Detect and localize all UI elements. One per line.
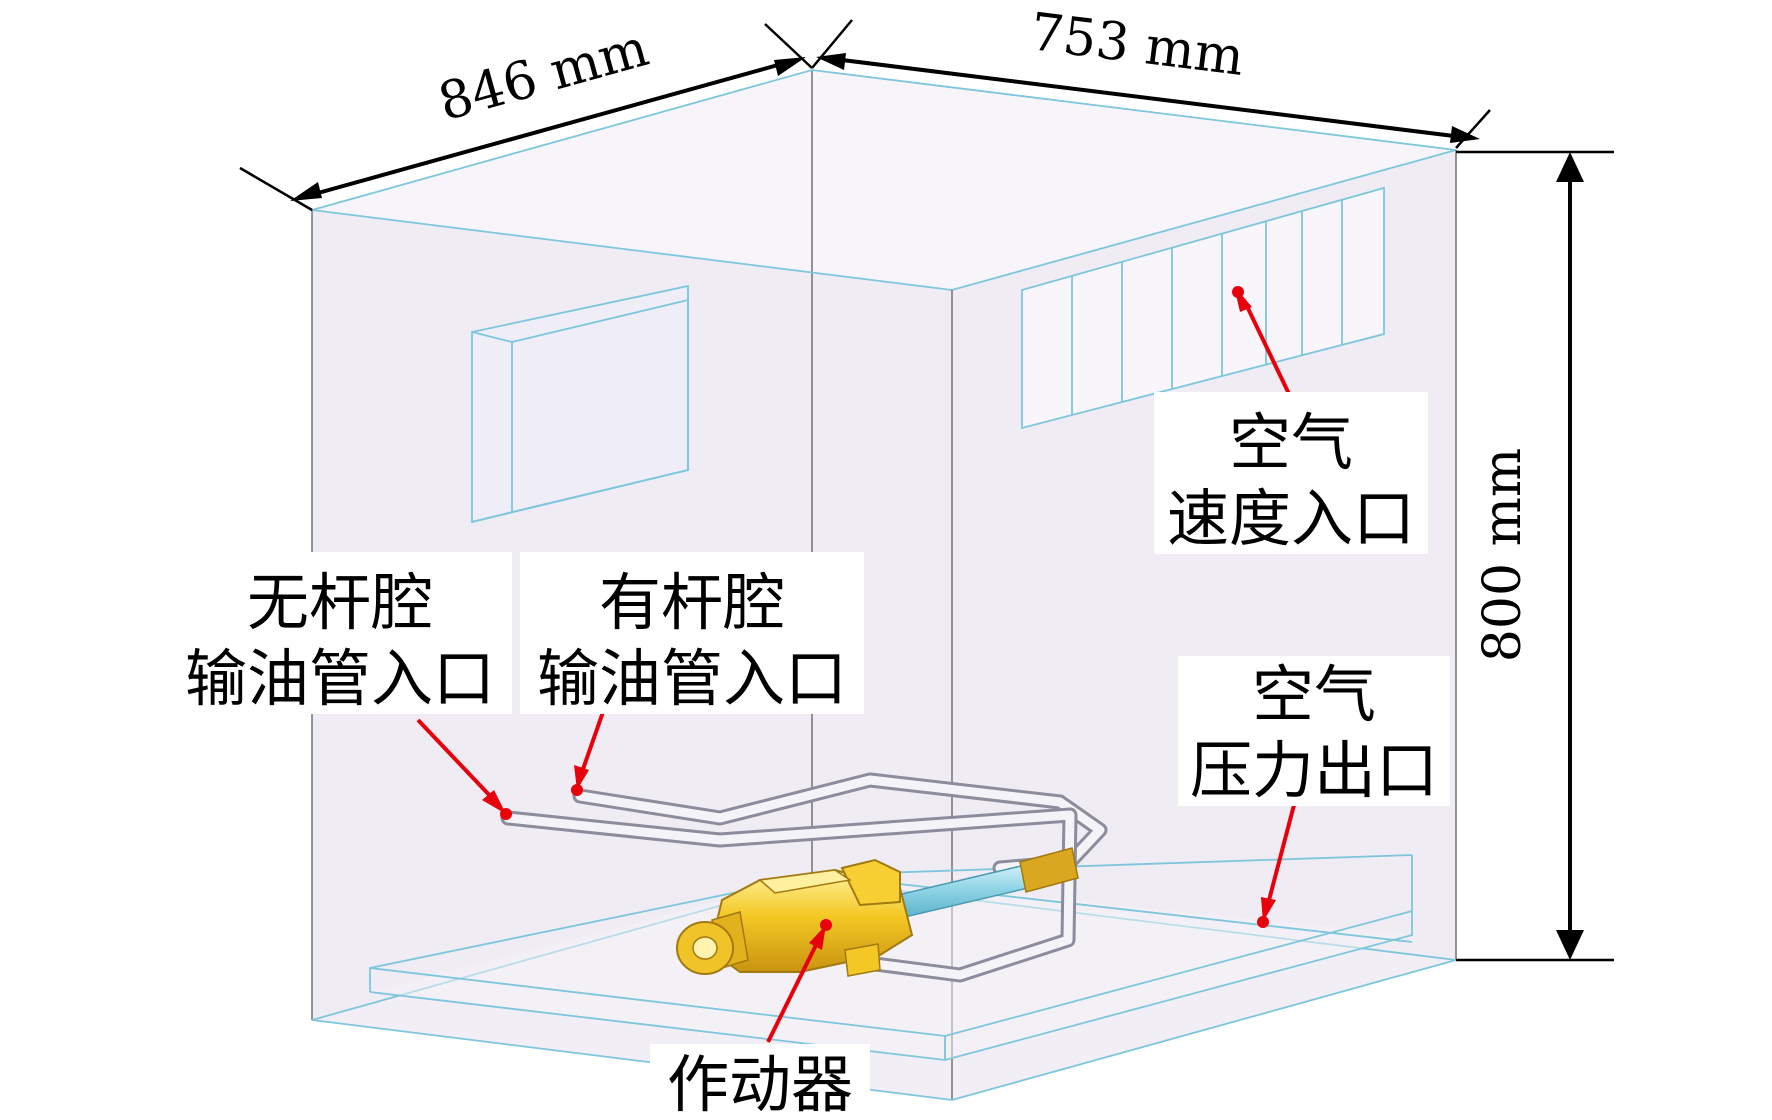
rodless-line2: 输油管入口 (185, 642, 495, 715)
leader-rod (580, 711, 605, 773)
leader-lines (416, 286, 1296, 1043)
label-rodless-inlet: 无杆腔 输油管入口 (168, 552, 512, 715)
actuator (676, 847, 1079, 977)
leader-air-pressure (1266, 804, 1296, 905)
dimension-lines (239, 19, 1614, 962)
rod-line2: 输油管入口 (537, 642, 847, 715)
label-air-velocity-inlet: 空气 速度入口 (1154, 392, 1428, 555)
air-velocity-line1: 空气 (1229, 406, 1353, 479)
label-rod-inlet: 有杆腔 输油管入口 (520, 552, 864, 715)
left-wall-opening (471, 284, 689, 524)
air-pressure-line2: 压力出口 (1190, 734, 1438, 807)
bottom-outline (311, 959, 1457, 1101)
dim-height-label: 800 mm (1473, 448, 1533, 662)
air-velocity-inlet-vent (1021, 186, 1385, 430)
dim-depth-label: 846 mm (432, 18, 655, 133)
leader-rodless (416, 718, 496, 802)
dim-800 (1456, 150, 1614, 962)
leader-actuator (766, 944, 818, 1043)
label-air-pressure-outlet: 空气 压力出口 (1178, 656, 1450, 807)
actuator-label: 作动器 (667, 1048, 853, 1120)
rodless-line1: 无杆腔 (247, 566, 433, 639)
rod-line1: 有杆腔 (599, 566, 785, 639)
air-pressure-line1: 空气 (1252, 658, 1376, 731)
dim-753 (816, 53, 1480, 143)
leader-air-velocity (1242, 299, 1292, 397)
label-actuator: 作动器 (650, 1044, 870, 1120)
air-velocity-line2: 速度入口 (1167, 482, 1415, 555)
dim-846 (290, 57, 806, 201)
dim-width-label: 753 mm (1027, 2, 1247, 88)
